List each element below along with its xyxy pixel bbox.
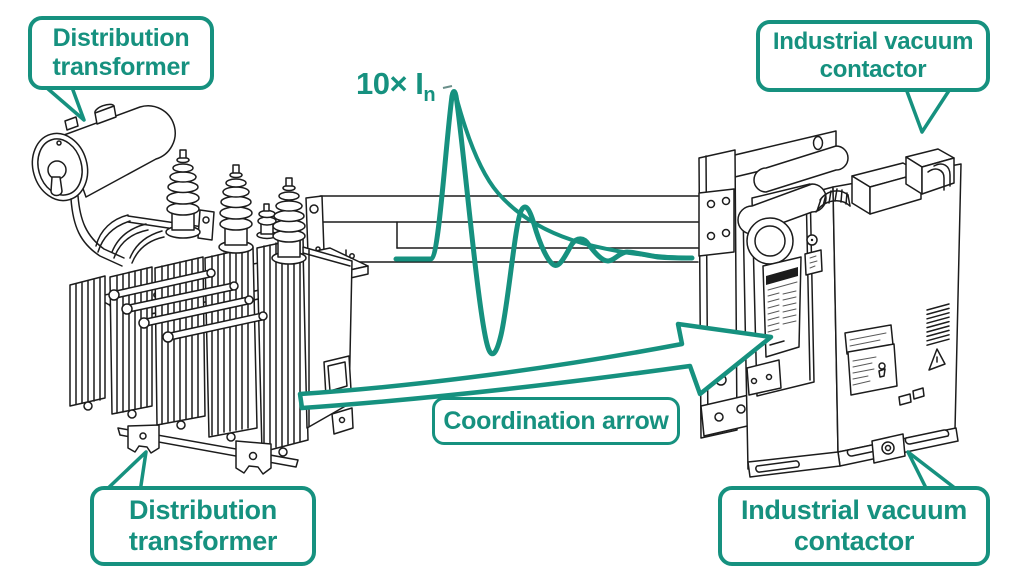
bushing-small (256, 203, 278, 240)
peak-tick (442, 85, 453, 89)
bushing-2 (218, 164, 254, 254)
callout-industrial-vacuum-contactor-bottom: Industrial vacuum contactor (718, 486, 990, 566)
vacuum-interrupters (737, 145, 849, 265)
bushing-3 (271, 177, 307, 265)
tail-top-right (903, 84, 954, 134)
base-rails (747, 427, 959, 478)
conservator-tank (31, 103, 176, 267)
callout-line: transformer (128, 526, 278, 556)
industrial-vacuum-contactor-illustration (698, 130, 962, 478)
warning-triangle-icon (928, 348, 946, 371)
callout-line: Distribution (129, 494, 277, 525)
coordination-arrow-shape (297, 321, 774, 411)
decay-envelope-curve (454, 94, 690, 260)
inrush-current-waveform (393, 85, 695, 357)
body-right-face (832, 163, 962, 453)
callout-distribution-transformer-bottom: Distribution transformer (90, 486, 316, 566)
callout-line: Distribution (52, 24, 190, 52)
callout-line: contactor (819, 56, 927, 83)
distribution-transformer-illustration (31, 103, 369, 475)
bushing-1 (165, 149, 201, 239)
top-terminal-boxes (851, 148, 955, 215)
callout-line: Industrial vacuum (772, 28, 974, 56)
callout-line: Coordination arrow (443, 406, 669, 435)
base-feet (117, 424, 299, 475)
peak-subscript: n (423, 84, 436, 107)
radiator-banks (69, 237, 309, 457)
callout-industrial-vacuum-contactor-top: Industrial vacuum contactor (756, 20, 990, 92)
nameplate (762, 256, 802, 358)
callout-line: contactor (793, 526, 915, 556)
front-face-icons (804, 234, 823, 276)
tank-side-panel (302, 246, 354, 435)
peak-symbol: I (415, 66, 424, 101)
peak-prefix: 10× (356, 66, 408, 101)
callout-line: transformer (52, 53, 190, 81)
callout-distribution-transformer-top: Distribution transformer (28, 16, 214, 90)
coordination-arrow-label: Coordination arrow (432, 397, 680, 445)
callout-line: Industrial vacuum (741, 494, 967, 525)
pipework (95, 209, 215, 264)
side-labels (844, 324, 925, 406)
cooling-tubes (108, 268, 268, 343)
inrush-peak-label: 10× In (356, 66, 436, 105)
vent-slats (926, 303, 950, 346)
oscillation-curve (393, 89, 695, 357)
corrugated-hose (815, 188, 851, 213)
